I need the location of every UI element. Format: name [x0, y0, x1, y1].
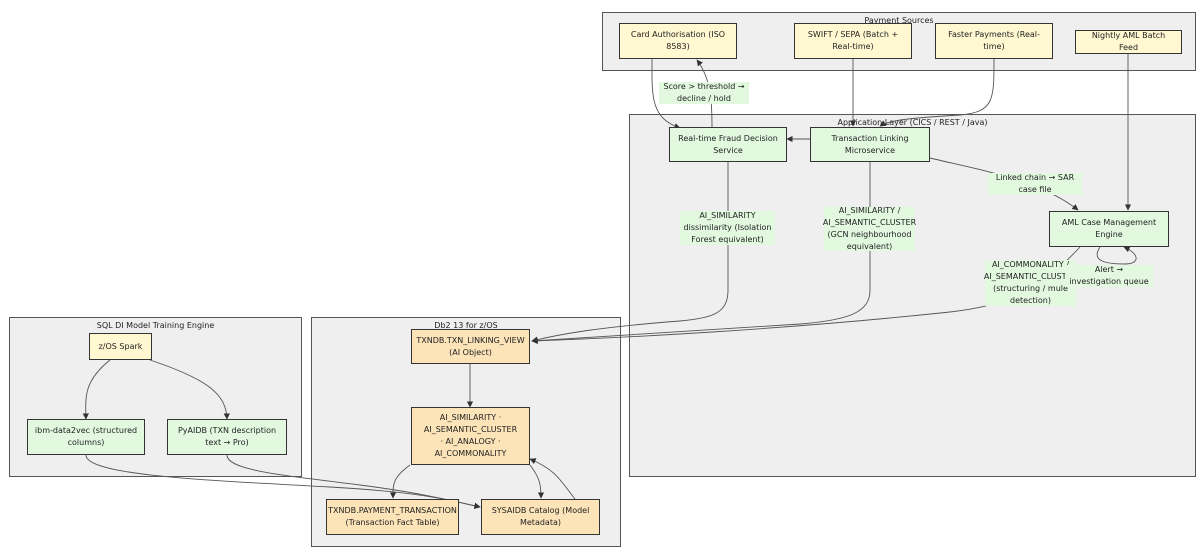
- cluster-title-db2: Db2 13 for z/OS: [434, 321, 498, 330]
- node-aml-case-engine: AML Case Management Engine: [1049, 211, 1169, 247]
- edge-label-linked-chain: Linked chain → SAR case file: [988, 173, 1082, 195]
- cluster-title-application-layer: Application Layer (CICS / REST / Java): [837, 118, 988, 127]
- node-transaction-linking-microservice: Transaction Linking Microservice: [810, 127, 930, 162]
- edge-sysaidb-to-ai: [529, 458, 576, 500]
- node-payment-transaction: TXNDB.PAYMENT_TRANSACTION (Transaction F…: [326, 499, 459, 535]
- node-swift-sepa: SWIFT / SEPA (Batch + Real-time): [794, 23, 912, 59]
- node-faster-payments: Faster Payments (Real-time): [935, 23, 1053, 59]
- edge-label-alert-investigation: Alert → investigation queue: [1065, 265, 1153, 287]
- node-card-authorisation: Card Authorisation (ISO 8583): [619, 23, 737, 59]
- node-zos-spark: z/OS Spark: [89, 333, 152, 360]
- edge-spark-to-pyaidb: [149, 359, 230, 420]
- edge-spark-to-data2vec: [82, 359, 111, 420]
- node-fraud-decision-service: Real-time Fraud Decision Service: [669, 127, 787, 162]
- edge-label-ai-semantic-cluster: AI_SIMILARITY / AI_SEMANTIC_CLUSTER (GCN…: [822, 206, 917, 251]
- cluster-title-payment-sources: Payment Sources: [864, 16, 934, 25]
- node-txn-linking-view: TXNDB.TXN_LINKING_VIEW (AI Object): [411, 329, 530, 364]
- edge-ai-to-payment: [389, 464, 411, 499]
- edge-fraud-to-view: [531, 162, 729, 343]
- edge-aml-self-loop: [1096, 246, 1137, 265]
- edge-label-ai-commonality: AI_COMMONALITY / AI_SEMANTIC_CLUSTER (st…: [983, 260, 1078, 306]
- edge-card-to-fraud: [651, 58, 681, 130]
- cluster-application-layer: Application Layer (CICS / REST / Java): [629, 114, 1196, 477]
- node-sysaidb-catalog: SYSAIDB Catalog (Model Metadata): [481, 499, 600, 535]
- edge-faster-to-linking: [879, 58, 995, 127]
- edge-linking-to-view: [531, 162, 871, 344]
- node-ai-functions: AI_SIMILARITY · AI_SEMANTIC_CLUSTER · AI…: [411, 407, 530, 465]
- edge-label-score-threshold: Score > threshold → decline / hold: [659, 82, 749, 104]
- node-ibm-data2vec: ibm-data2vec (structured columns): [27, 419, 145, 455]
- edge-label-ai-similarity: AI_SIMILARITY dissimilarity (Isolation F…: [680, 211, 775, 245]
- cluster-title-model-training: SQL DI Model Training Engine: [96, 321, 215, 330]
- edge-ai-to-sysaidb: [529, 464, 545, 499]
- node-nightly-aml-batch: Nightly AML Batch Feed: [1075, 30, 1182, 54]
- node-pyaidb: PyAIDB (TXN description text → Pro): [167, 419, 287, 455]
